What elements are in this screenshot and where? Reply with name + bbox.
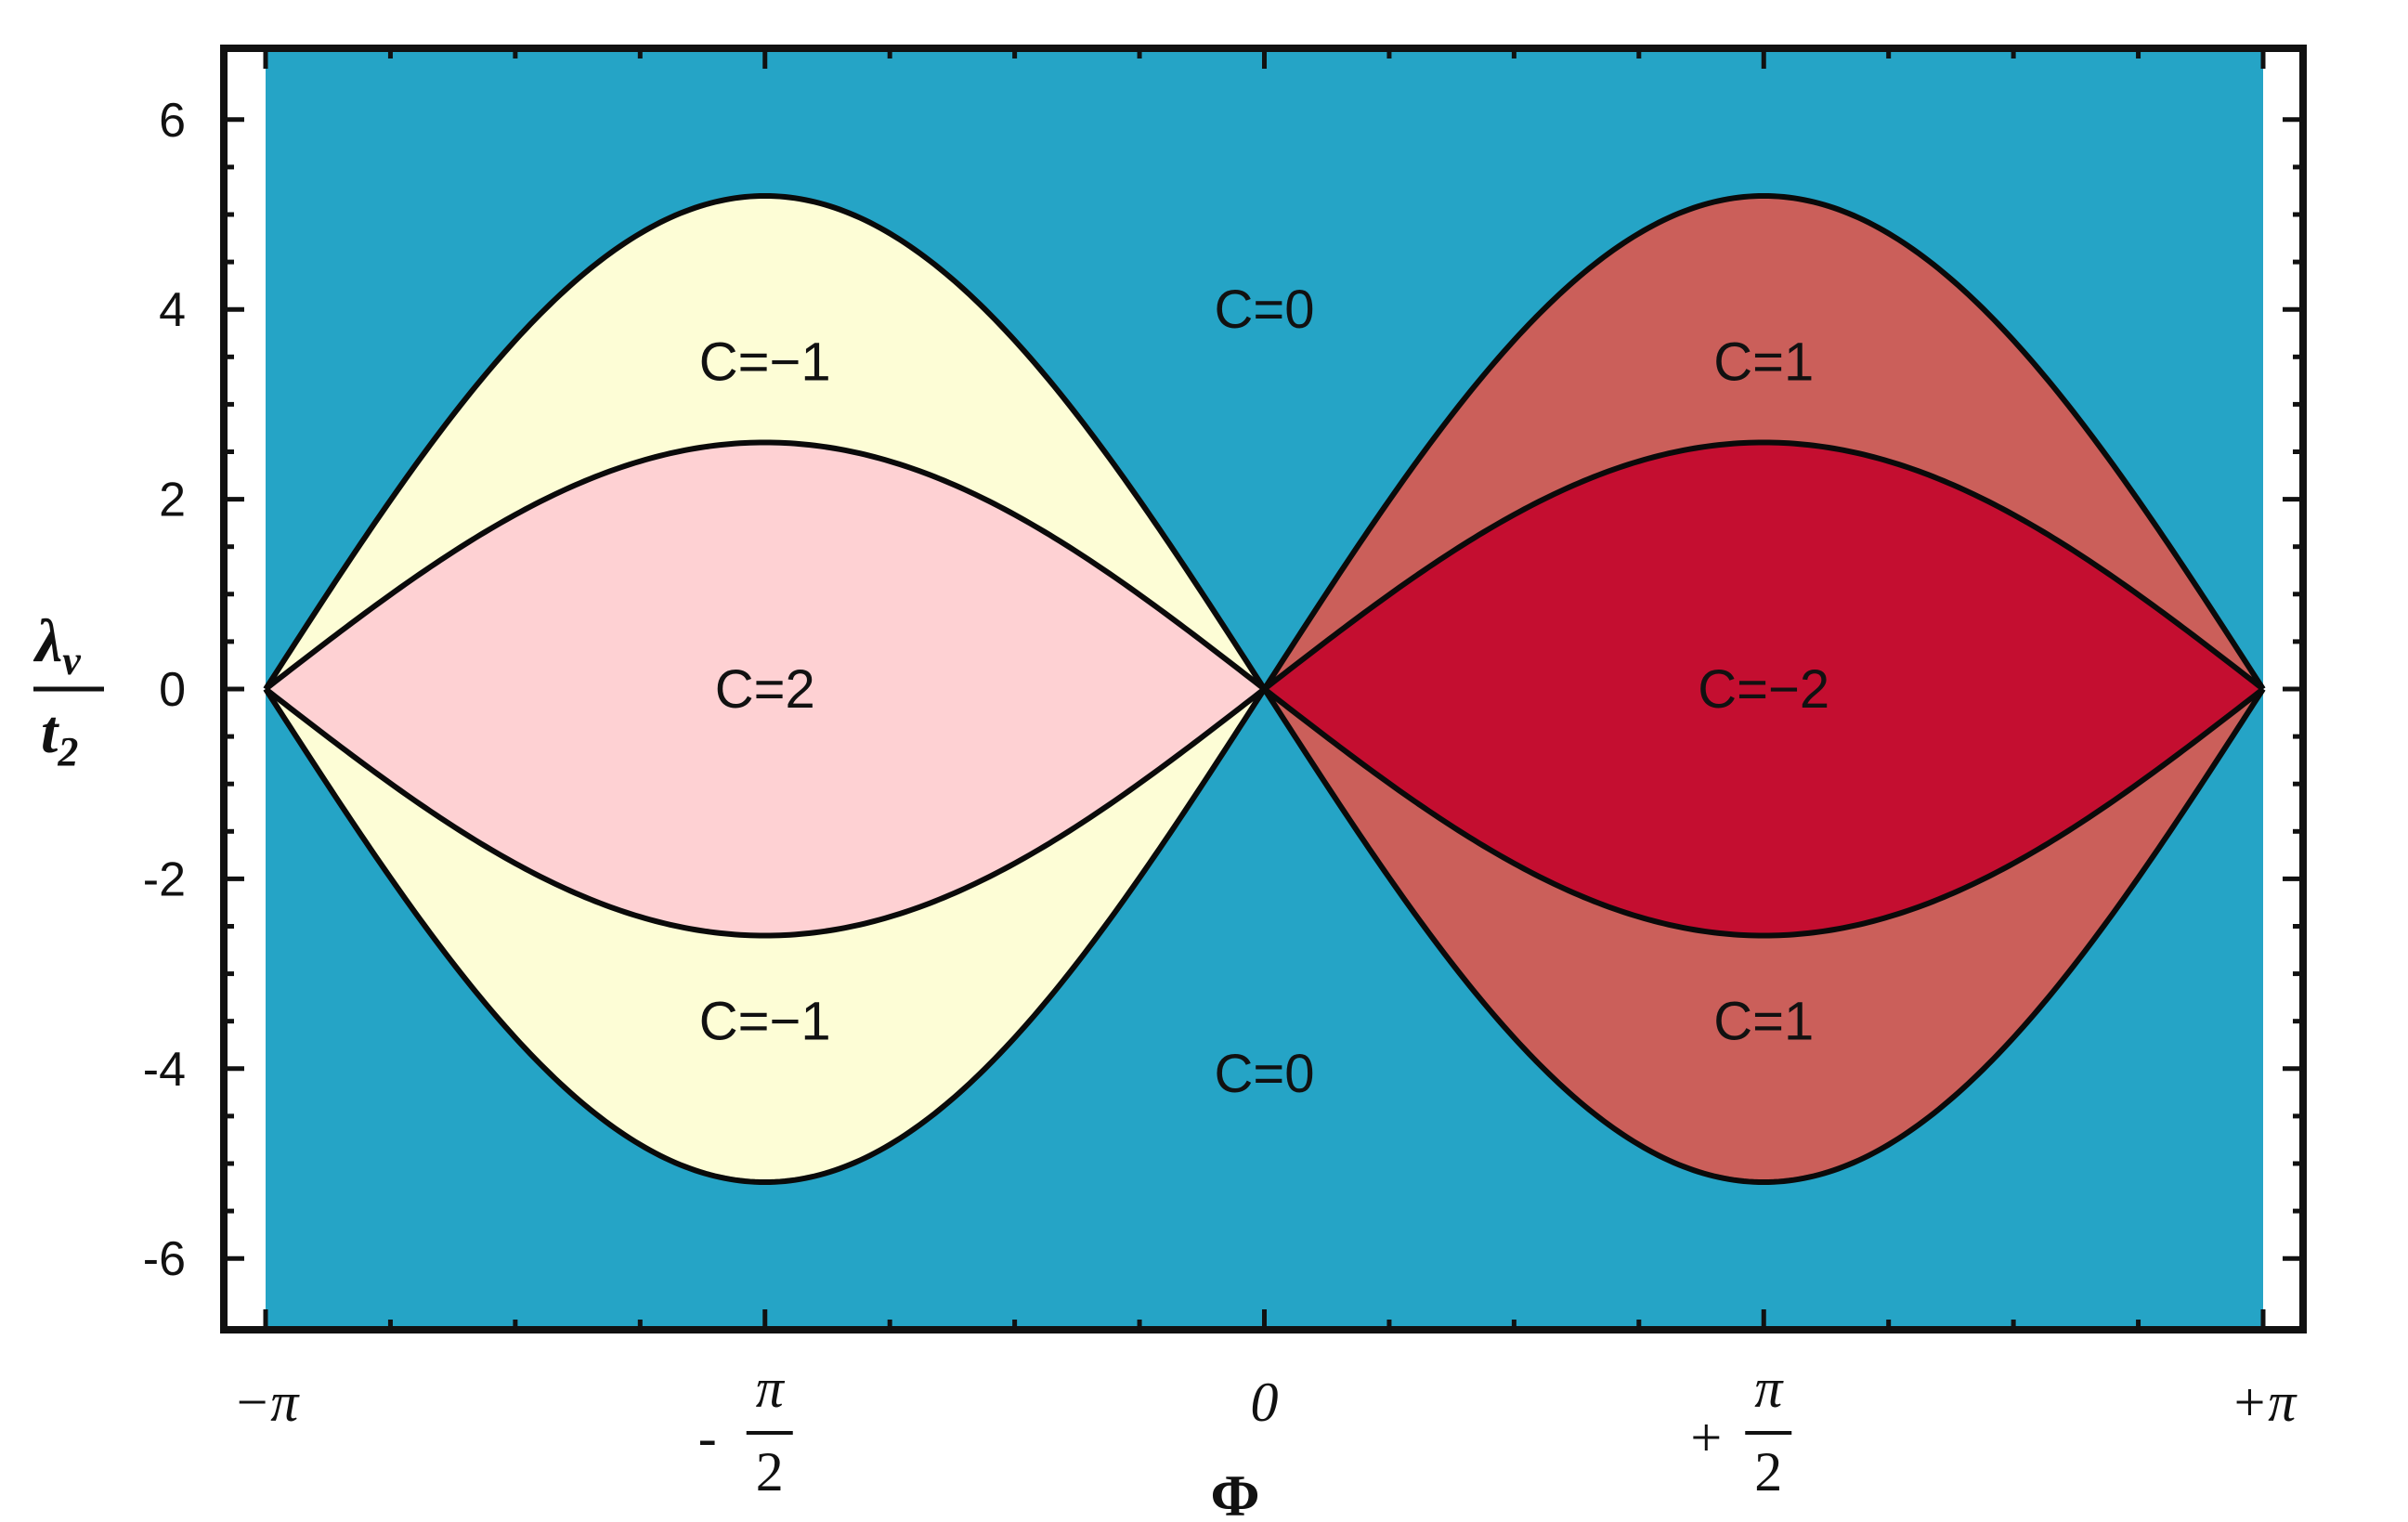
y-tick-label: 0 bbox=[159, 663, 186, 717]
y-tick-label: 2 bbox=[159, 474, 186, 527]
y-tick-label: 6 bbox=[159, 94, 186, 148]
boundary-outer-top-right bbox=[1261, 192, 2266, 691]
x-tick-numerator: π bbox=[756, 1358, 786, 1419]
x-tick-numerator: π bbox=[1754, 1358, 1784, 1419]
boundary-outer-bottom-left bbox=[263, 687, 1268, 1186]
x-tick-label-fraction: + π 2 bbox=[1690, 1358, 1792, 1502]
boundary-inner-top-left bbox=[264, 439, 1267, 692]
y-axis-title-numerator-sub: ν bbox=[62, 638, 81, 683]
y-axis-title: λν t2 bbox=[33, 607, 104, 774]
boundary-inner-bottom-right bbox=[1262, 686, 2265, 939]
region-label: C=−1 bbox=[699, 992, 831, 1052]
y-tick-label: 4 bbox=[159, 283, 186, 337]
boundary-curves bbox=[263, 192, 2266, 1186]
x-axis-title: Φ bbox=[1210, 1463, 1259, 1522]
y-tick-label: -6 bbox=[143, 1232, 186, 1286]
y-tick-label: -4 bbox=[143, 1043, 186, 1097]
region-label: C=2 bbox=[715, 659, 815, 720]
region-label: C=−1 bbox=[699, 332, 831, 392]
y-tick-label: -2 bbox=[143, 852, 186, 906]
boundary-outer-bottom-right bbox=[1261, 687, 2266, 1186]
x-tick-label: +π bbox=[2231, 1372, 2297, 1433]
region-label: C=−2 bbox=[1698, 659, 1829, 720]
boundary-inner-bottom-left bbox=[264, 686, 1267, 939]
y-axis-title-numerator: λν bbox=[33, 607, 81, 683]
x-tick-label-fraction: -π 2 bbox=[698, 1358, 793, 1502]
x-tick-denominator: 2 bbox=[1754, 1441, 1782, 1502]
region-label: C=1 bbox=[1713, 992, 1814, 1052]
x-tick-sign: + bbox=[1690, 1407, 1722, 1468]
x-tick-sign: - bbox=[698, 1407, 717, 1468]
x-tick-denominator: 2 bbox=[756, 1441, 784, 1502]
x-tick-label: −π bbox=[233, 1372, 300, 1433]
boundary-inner-top-right bbox=[1262, 439, 2265, 692]
region-label: C=1 bbox=[1713, 332, 1814, 392]
boundary-outer-top-left bbox=[263, 192, 1268, 691]
y-axis-title-denominator-sub: 2 bbox=[57, 729, 78, 774]
x-tick-label: 0 bbox=[1251, 1372, 1279, 1433]
region-label: C=0 bbox=[1214, 1044, 1314, 1104]
y-axis-title-denominator: t2 bbox=[41, 698, 78, 774]
region-labels: C=0C=0C=−1C=−1C=2C=1C=1C=−2 bbox=[699, 280, 1829, 1104]
region-label: C=0 bbox=[1214, 280, 1314, 340]
inner-lobe-right bbox=[1264, 442, 2263, 936]
inner-lobe-left bbox=[266, 442, 1265, 936]
